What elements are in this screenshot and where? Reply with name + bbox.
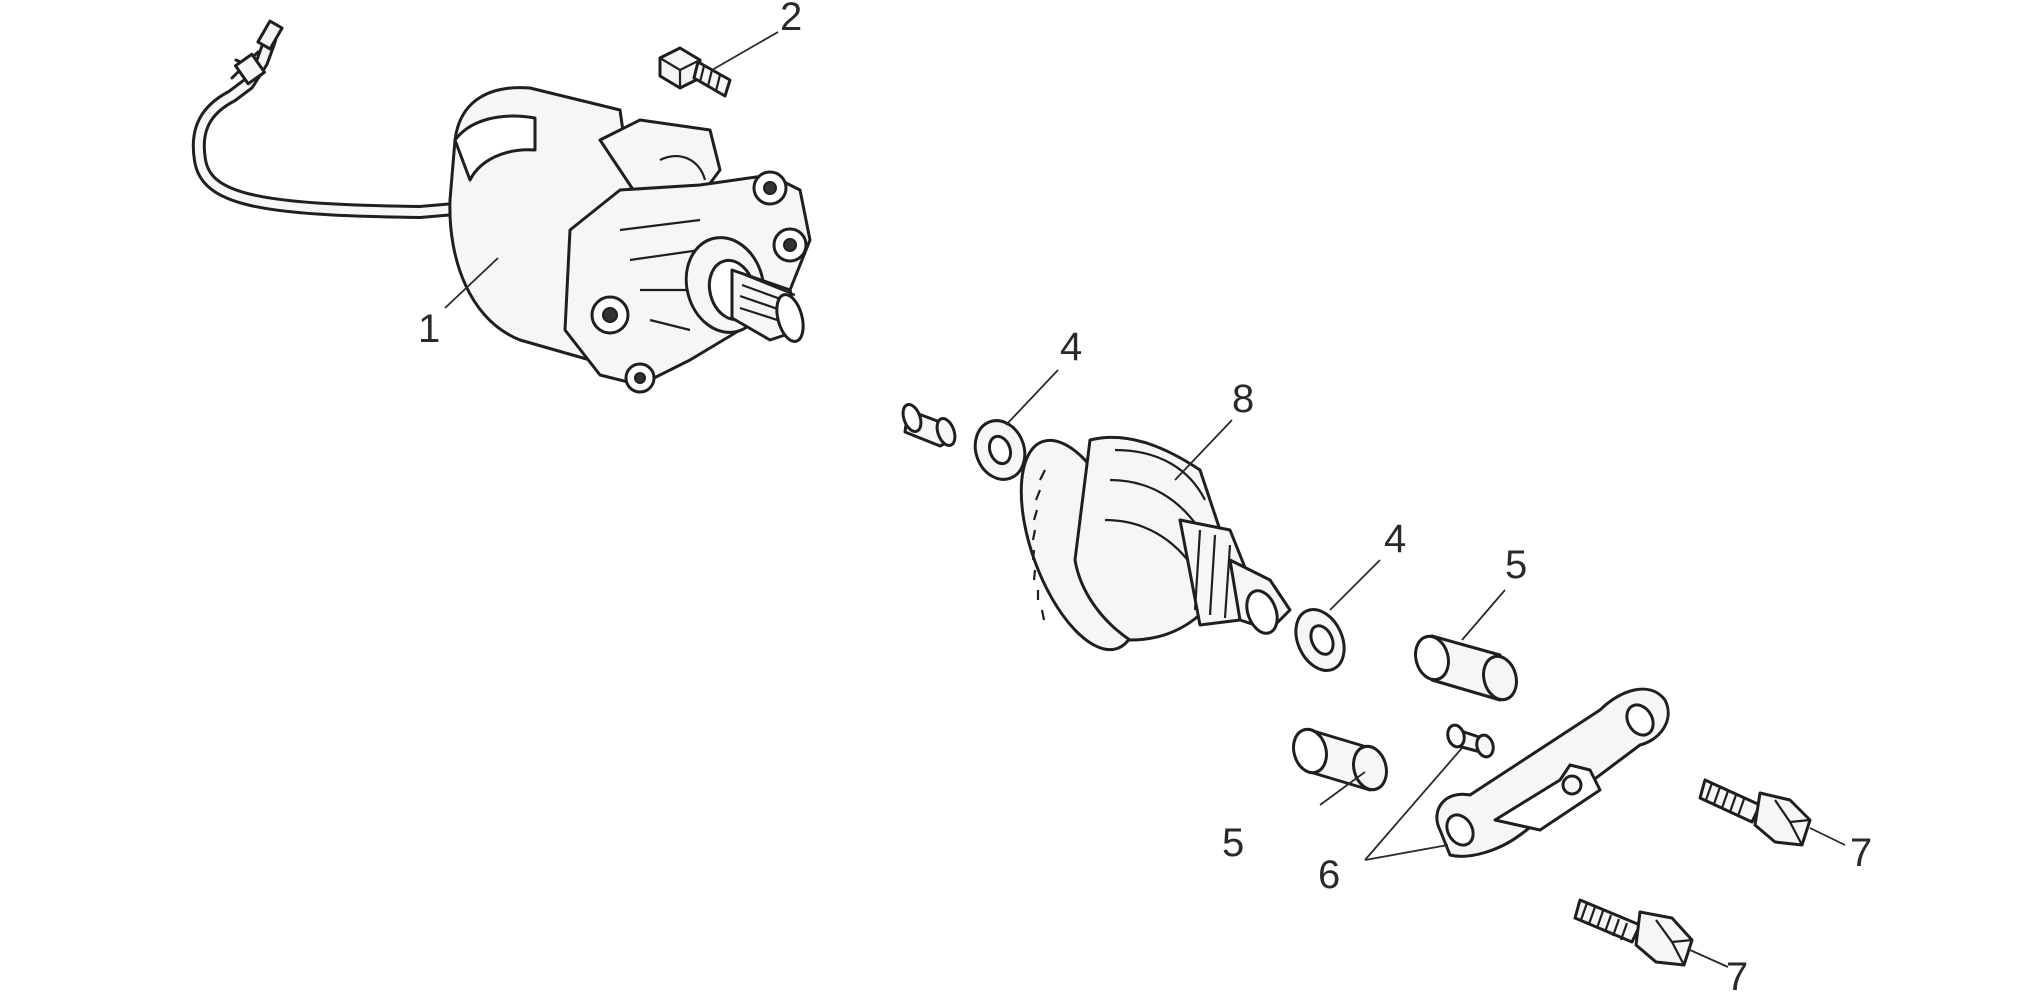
bolt-right-lower bbox=[1573, 898, 1694, 967]
callout-4-right: 4 bbox=[1384, 517, 1406, 561]
leader-7a bbox=[1809, 827, 1846, 846]
leader-1 bbox=[444, 257, 499, 309]
callout-1: 1 bbox=[418, 307, 440, 351]
bolt-right-upper bbox=[1698, 778, 1812, 847]
callout-8: 8 bbox=[1232, 377, 1254, 421]
support-plate bbox=[1435, 687, 1670, 858]
leader-6a bbox=[1364, 747, 1463, 861]
bushing-lower bbox=[1292, 727, 1388, 792]
leader-7b bbox=[1689, 949, 1729, 968]
leader-4a bbox=[1005, 369, 1059, 426]
callout-5-lower: 5 bbox=[1222, 821, 1244, 865]
callout-7-upper: 7 bbox=[1850, 831, 1872, 875]
callout-7-lower: 7 bbox=[1726, 955, 1748, 999]
leader-5b bbox=[1319, 771, 1366, 806]
leader-5a bbox=[1461, 589, 1506, 641]
washer-left bbox=[973, 419, 1027, 481]
starter-drive-gear bbox=[1019, 435, 1292, 652]
callout-numbers: 1 2 4 8 4 5 5 6 7 7 bbox=[418, 0, 1872, 999]
leader-4b bbox=[1329, 559, 1381, 611]
callout-2: 2 bbox=[780, 0, 802, 39]
dowel-pin bbox=[1446, 723, 1495, 759]
starter-motor bbox=[191, 19, 812, 394]
leader-6b bbox=[1364, 844, 1449, 861]
leader-8 bbox=[1174, 419, 1233, 481]
callout-4-left: 4 bbox=[1060, 325, 1082, 369]
leader-lines bbox=[444, 31, 1846, 968]
washer-right bbox=[1294, 608, 1346, 672]
bushing-upper bbox=[1414, 634, 1518, 702]
leader-2 bbox=[711, 31, 779, 71]
cable-connector bbox=[230, 19, 284, 86]
callout-6: 6 bbox=[1318, 853, 1340, 897]
bushing-small-left bbox=[901, 403, 957, 448]
callout-5-upper: 5 bbox=[1505, 543, 1527, 587]
bolt-top bbox=[658, 46, 732, 98]
